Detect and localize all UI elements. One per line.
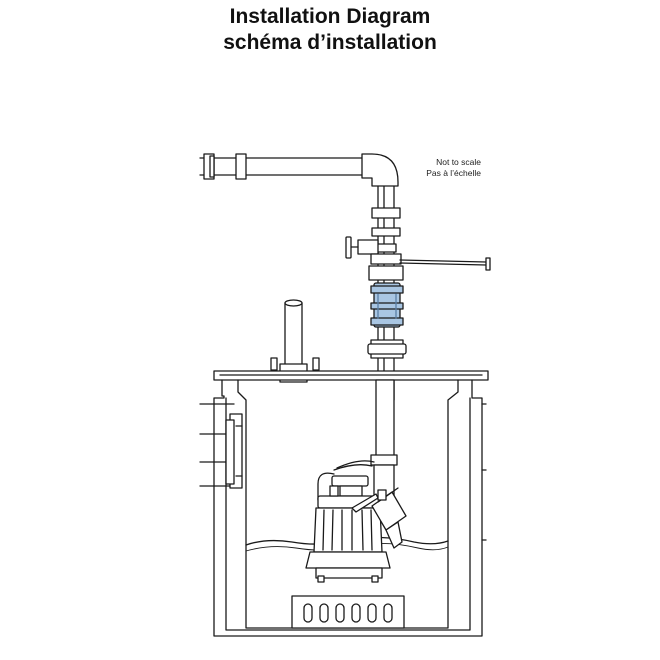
basin-cover	[213, 370, 489, 381]
float-switch	[351, 487, 407, 549]
check-valve	[367, 282, 407, 359]
gate-valve	[345, 236, 404, 281]
discharge-pipe	[199, 153, 401, 401]
sump-pump	[305, 460, 391, 583]
diagram-subtitle: schéma d’installation	[223, 31, 437, 54]
power-cord	[399, 257, 491, 271]
vent-pipe	[270, 299, 320, 383]
scale-note-en: Not to scale	[436, 157, 481, 167]
diagram-title: Installation Diagram	[229, 5, 431, 28]
inlet-pipe	[199, 403, 243, 489]
pump-stand	[291, 595, 405, 629]
scale-note-fr: Pas à l’échelle	[426, 168, 481, 178]
riser-pipe	[370, 379, 398, 500]
